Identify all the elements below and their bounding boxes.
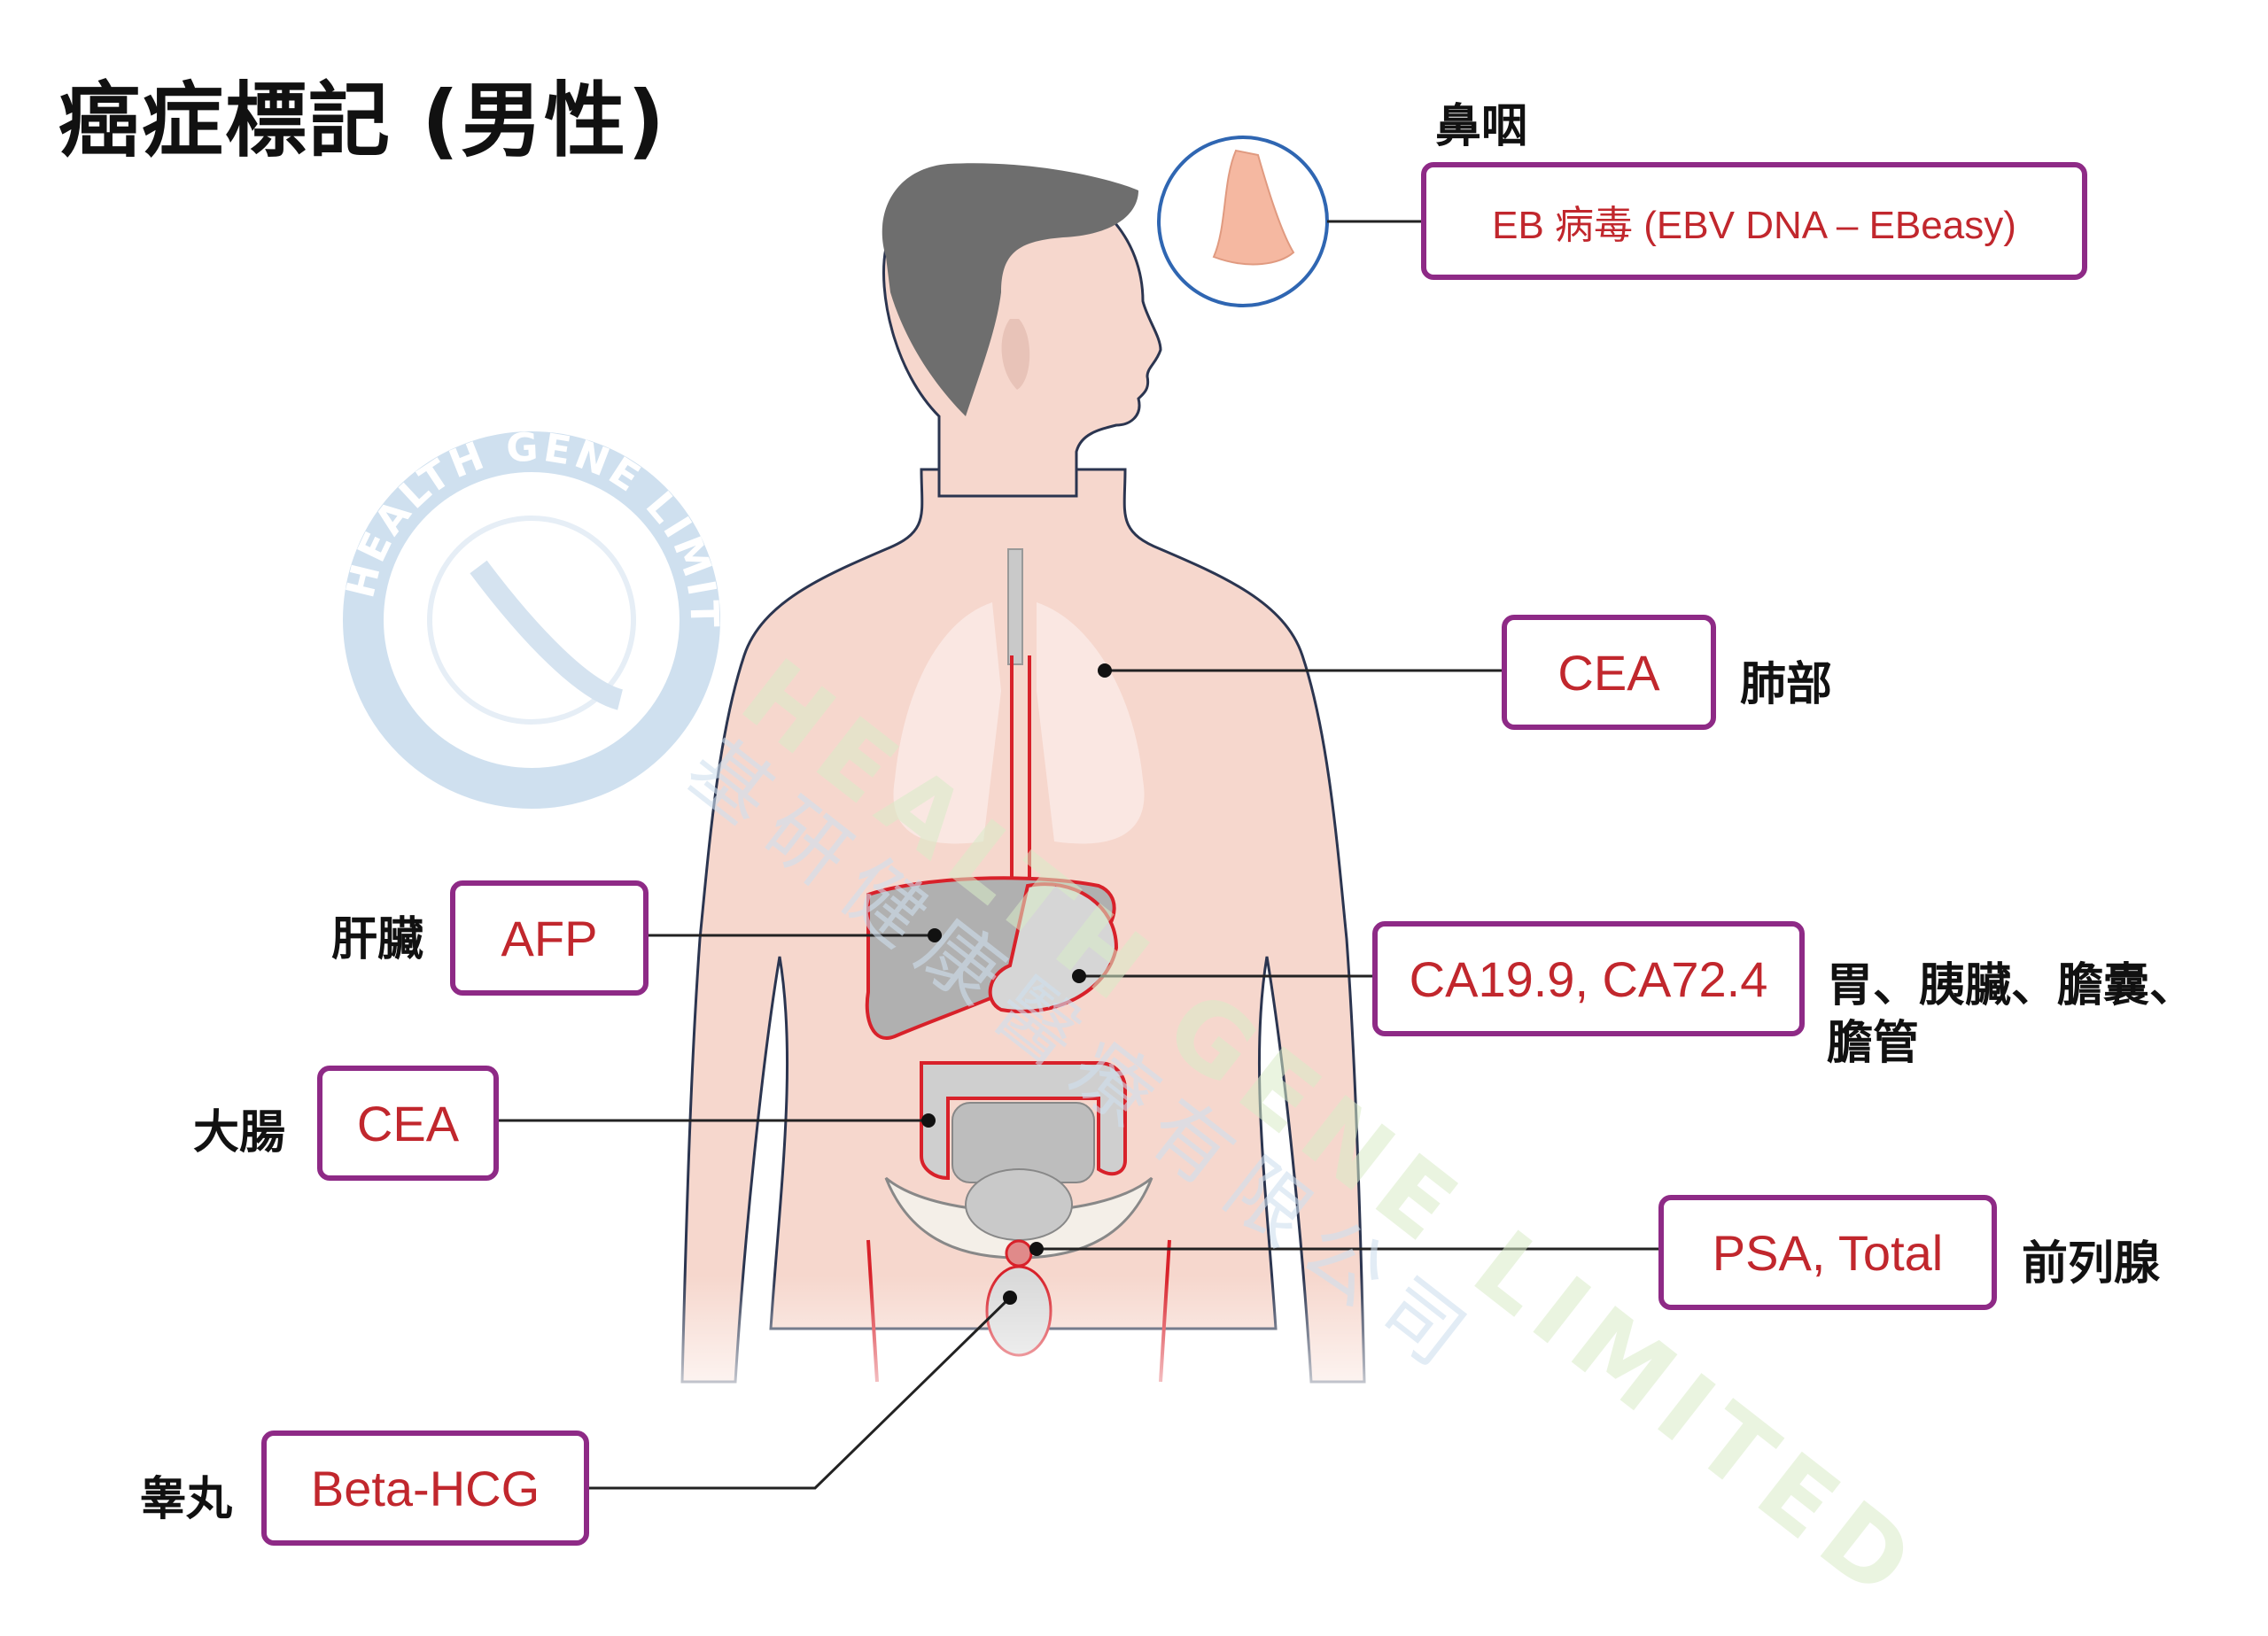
- marker-box-lung-cea: CEA: [1502, 615, 1716, 730]
- label-colon: 大腸: [193, 1106, 286, 1159]
- ear: [1001, 319, 1030, 390]
- trachea: [1007, 548, 1023, 665]
- nose-icon: [1212, 149, 1295, 266]
- marker-box-afp: AFP: [450, 880, 649, 996]
- label-prostate: 前列腺: [2022, 1237, 2161, 1291]
- label-testis: 睾丸: [140, 1473, 233, 1526]
- colon: [920, 1061, 1127, 1181]
- marker-box-ebv: EB 病毒 (EBV DNA – EBeasy): [1421, 162, 2087, 280]
- marker-box-ca199-ca724: CA19.9, CA72.4: [1372, 921, 1805, 1036]
- label-bile-duct: 膽管: [1827, 1017, 1920, 1070]
- marker-box-psa: PSA, Total: [1658, 1195, 1997, 1310]
- marker-box-colon-cea: CEA: [317, 1066, 499, 1181]
- label-nasopharynx: 鼻咽: [1435, 100, 1528, 153]
- label-liver: 肝臟: [331, 913, 424, 966]
- label-lung: 肺部: [1740, 658, 1833, 711]
- page-title: 癌症標記 (男性): [58, 74, 667, 168]
- prostate: [1005, 1239, 1033, 1268]
- bladder: [965, 1168, 1073, 1241]
- leader-lines: [499, 220, 1658, 1490]
- marker-box-beta-hcg: Beta-HCG: [261, 1431, 589, 1546]
- leader-dots: [921, 663, 1112, 1305]
- right-lung: [1037, 602, 1145, 844]
- left-lung: [893, 602, 1001, 844]
- hair: [882, 163, 1138, 416]
- bottom-fade: [673, 1275, 1400, 1426]
- label-stomach-organs: 胃、胰臟、膽囊、: [1827, 959, 2196, 1012]
